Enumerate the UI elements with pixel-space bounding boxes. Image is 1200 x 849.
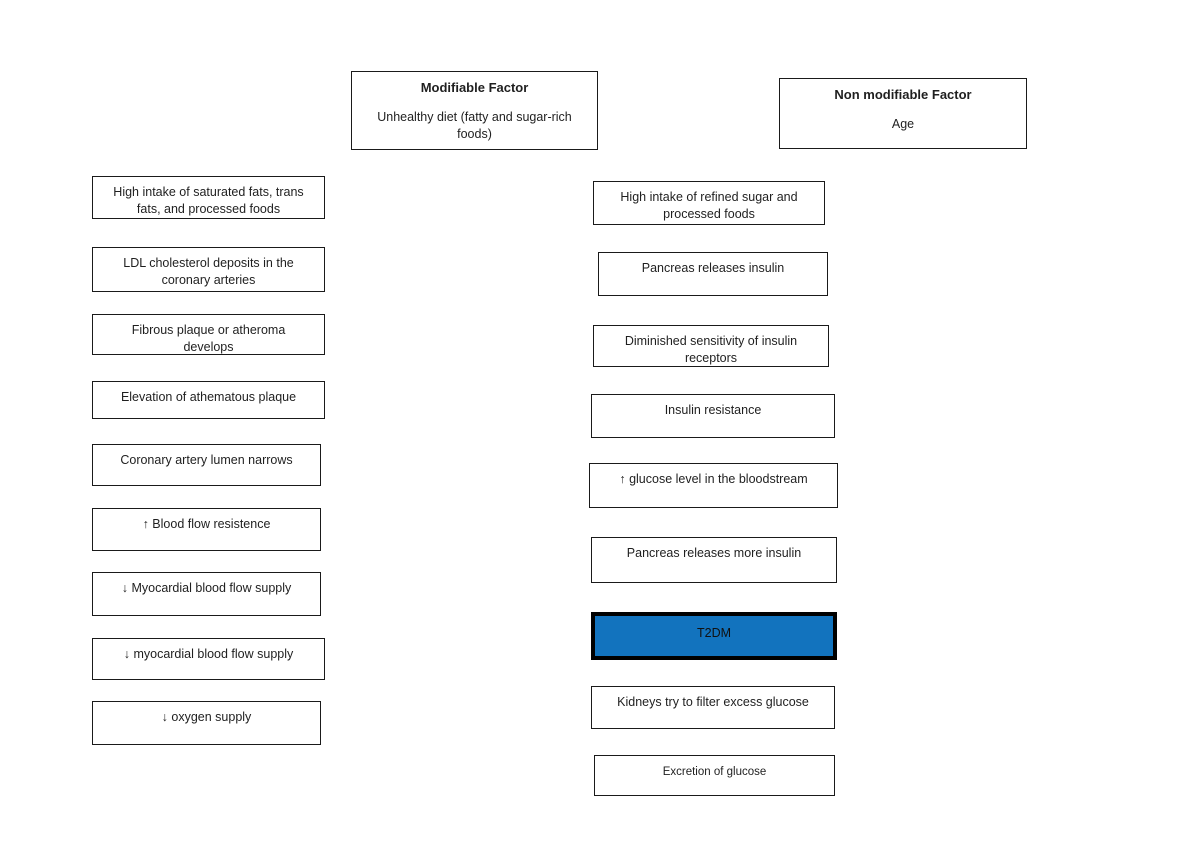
header-box-non-modifiable-factor: Non modifiable Factor Age: [779, 78, 1027, 149]
box-high-intake-saturated-fats: High intake of saturated fats, trans fat…: [92, 176, 325, 219]
header-box-modifiable-factor: Modifiable Factor Unhealthy diet (fatty …: [351, 71, 598, 150]
box-elevation-athematous-plaque: Elevation of athematous plaque: [92, 381, 325, 419]
box-insulin-resistance: Insulin resistance: [591, 394, 835, 438]
non-modifiable-factor-title: Non modifiable Factor: [834, 87, 972, 102]
box-pancreas-releases-more-insulin: Pancreas releases more insulin: [591, 537, 837, 583]
box-myocardial-blood-flow-supply-2: ↓ myocardial blood flow supply: [92, 638, 325, 680]
box-kidneys-filter-excess-glucose: Kidneys try to filter excess glucose: [591, 686, 835, 729]
box-t2dm-highlighted: T2DM: [591, 612, 837, 660]
box-high-intake-refined-sugar: High intake of refined sugar and process…: [593, 181, 825, 225]
box-oxygen-supply: ↓ oxygen supply: [92, 701, 321, 745]
box-pancreas-releases-insulin: Pancreas releases insulin: [598, 252, 828, 296]
modifiable-factor-title: Modifiable Factor: [420, 80, 529, 95]
non-modifiable-factor-subtitle: Age: [891, 116, 915, 131]
box-blood-flow-resistence: ↑ Blood flow resistence: [92, 508, 321, 551]
box-coronary-artery-lumen-narrows: Coronary artery lumen narrows: [92, 444, 321, 486]
box-glucose-level-bloodstream: ↑ glucose level in the bloodstream: [589, 463, 838, 508]
box-ldl-cholesterol-deposits: LDL cholesterol deposits in the coronary…: [92, 247, 325, 292]
box-excretion-of-glucose: Excretion of glucose: [594, 755, 835, 796]
box-diminished-sensitivity-insulin-receptors: Diminished sensitivity of insulin recept…: [593, 325, 829, 367]
box-myocardial-blood-flow-supply-1: ↓ Myocardial blood flow supply: [92, 572, 321, 616]
modifiable-factor-subtitle: Unhealthy diet (fatty and sugar-rich foo…: [377, 109, 572, 141]
box-fibrous-plaque-develops: Fibrous plaque or atheroma develops: [92, 314, 325, 355]
